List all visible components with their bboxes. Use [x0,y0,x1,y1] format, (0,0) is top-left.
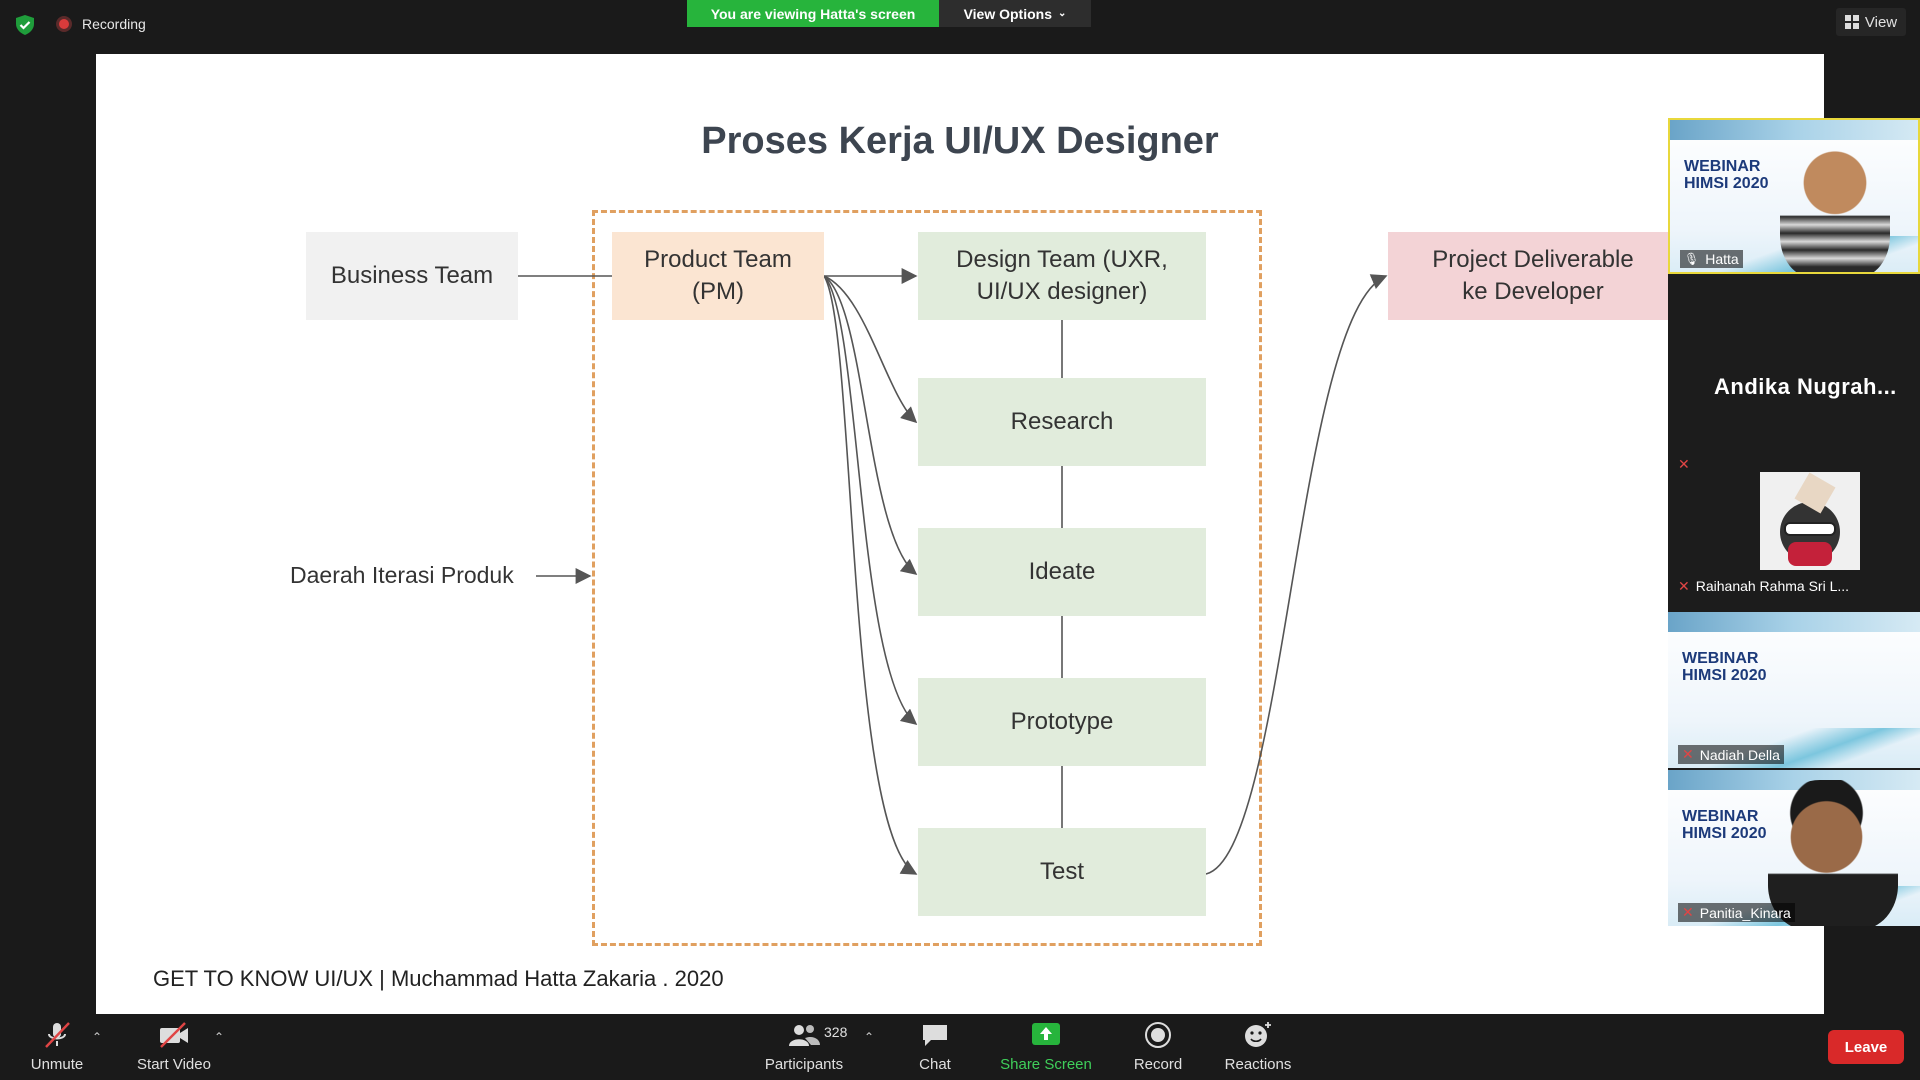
chat-bubble-icon [918,1020,952,1050]
participant-name-panitia: ✕ Panitia_Kinara [1678,903,1795,922]
meeting-top-bar: Recording You are viewing Hatta's screen… [0,0,1920,54]
meeting-controls-bar: Unmute ⌃ Start Video ⌃ Participants 328 … [0,1014,1920,1080]
product-team-box: Product Team (PM) [612,232,824,320]
mic-muted-icon: ✕ [1678,578,1690,594]
share-screen-icon [1029,1020,1063,1050]
participant-name-label: Nadiah Della [1699,746,1780,763]
record-icon [1141,1020,1175,1050]
webinar-line2: HIMSI 2020 [1682,825,1767,842]
chevron-down-icon: ⌄ [1058,8,1067,19]
video-tile-panitia[interactable]: WEBINAR HIMSI 2020 ✕ Panitia_Kinara [1668,770,1920,926]
leave-button[interactable]: Leave [1828,1030,1904,1064]
mic-muted-icon: ✕ [1682,746,1694,762]
audio-options-caret-icon[interactable]: ⌃ [92,1030,103,1044]
start-video-button[interactable]: Start Video [130,1020,218,1073]
webinar-header-strip [1670,120,1918,140]
record-button[interactable]: Record [1122,1020,1194,1073]
participant-video-panitia [1768,780,1898,926]
participant-name-raihanah: ✕ Raihanah Rahma Sri L... [1678,578,1849,595]
iteration-area-label: Daerah Iterasi Produk [290,562,514,588]
chat-button[interactable]: Chat [900,1020,970,1073]
mic-muted-icon: ✕ [1682,904,1694,920]
participants-button[interactable]: Participants [756,1020,852,1073]
participant-name-label: Raihanah Rahma Sri L... [1695,578,1850,594]
webinar-line1: WEBINAR [1682,808,1759,825]
participant-video-hatta [1780,138,1890,272]
shared-screen-slide: Proses Kerja UI/UX Designer Business Tea… [96,54,1824,1014]
participant-name-nadiah: ✕ Nadiah Della [1678,745,1784,764]
webinar-background: WEBINAR HIMSI 2020 [1668,612,1920,768]
webinar-text: WEBINAR HIMSI 2020 [1684,158,1768,192]
video-tile-andika[interactable]: Andika Nugrah... ✕ [1668,338,1920,492]
webinar-text: WEBINAR HIMSI 2020 [1682,650,1766,684]
grid-view-icon [1844,15,1859,29]
flow-connectors [518,268,1388,875]
unmute-label: Unmute [30,1056,84,1073]
design-team-line1: Design Team (UXR, [956,245,1168,273]
product-team-line1: Product Team [644,245,792,273]
chat-label: Chat [919,1056,951,1073]
share-screen-label: Share Screen [1000,1056,1092,1073]
iteration-area-outline [592,210,1262,946]
participant-avatar-raihanah [1760,472,1860,570]
view-label: View [1864,13,1898,31]
video-options-caret-icon[interactable]: ⌃ [214,1030,225,1044]
video-tile-hatta[interactable]: WEBINAR HIMSI 2020 🎙 Hatta [1668,118,1920,274]
participants-count: 328 [824,1024,848,1040]
video-gallery-panel: WEBINAR HIMSI 2020 🎙 Hatta Andika Nugrah… [1668,118,1920,926]
recording-indicator[interactable]: Recording [56,16,146,32]
share-screen-button[interactable]: Share Screen [996,1020,1096,1073]
reactions-button[interactable]: Reactions [1218,1020,1298,1073]
recording-dot-icon [56,16,72,32]
webinar-text: WEBINAR HIMSI 2020 [1682,808,1766,842]
participant-name-label: Panitia_Kinara [1699,904,1791,921]
webinar-header-strip [1668,612,1920,632]
webinar-line2: HIMSI 2020 [1682,667,1767,684]
record-label: Record [1133,1056,1183,1073]
security-shield-icon[interactable] [14,14,36,36]
participants-label: Participants [764,1056,844,1073]
product-team-line2: (PM) [692,278,744,305]
view-options-label: View Options [963,5,1053,22]
ideate-box: Ideate [918,528,1206,616]
recording-label: Recording [82,16,146,32]
test-box: Test [918,828,1206,916]
reactions-label: Reactions [1224,1056,1292,1073]
participants-options-caret-icon[interactable]: ⌃ [864,1030,875,1044]
microphone-icon: 🎙 [1684,252,1700,266]
microphone-muted-icon [40,1020,74,1050]
research-box: Research [918,378,1206,466]
slide-footer: GET TO KNOW UI/UX | Muchammad Hatta Zaka… [153,966,724,991]
participant-name-andika: Andika Nugrah... [1714,374,1897,399]
participants-icon [787,1020,821,1050]
start-video-label: Start Video [137,1056,211,1073]
project-deliverable-box: Project Deliverable ke Developer [1388,232,1678,320]
participant-name-hatta: 🎙 Hatta [1680,250,1743,268]
prototype-box: Prototype [918,678,1206,766]
webinar-line2: HIMSI 2020 [1684,175,1769,192]
deliverable-line2: ke Developer [1462,278,1604,305]
viewing-screen-banner: You are viewing Hatta's screen [687,0,939,27]
webinar-line1: WEBINAR [1682,650,1759,667]
deliverable-line1: Project Deliverable [1432,245,1634,273]
reactions-smiley-icon [1241,1020,1275,1050]
view-options-button[interactable]: View Options ⌄ [939,0,1091,27]
webinar-line1: WEBINAR [1684,158,1761,175]
video-camera-off-icon [157,1020,191,1050]
view-button[interactable]: View [1836,8,1906,36]
unmute-button[interactable]: Unmute [22,1020,92,1073]
design-team-line2: UI/UX designer) [976,278,1148,305]
business-team-box: Business Team [306,232,518,320]
video-tile-nadiah[interactable]: WEBINAR HIMSI 2020 ✕ Nadiah Della [1668,612,1920,768]
mic-muted-icon: ✕ [1678,456,1690,472]
participant-name-label: Hatta [1705,251,1739,267]
slide-title: Proses Kerja UI/UX Designer [701,120,1219,162]
design-team-box: Design Team (UXR, UI/UX designer) [918,232,1206,320]
